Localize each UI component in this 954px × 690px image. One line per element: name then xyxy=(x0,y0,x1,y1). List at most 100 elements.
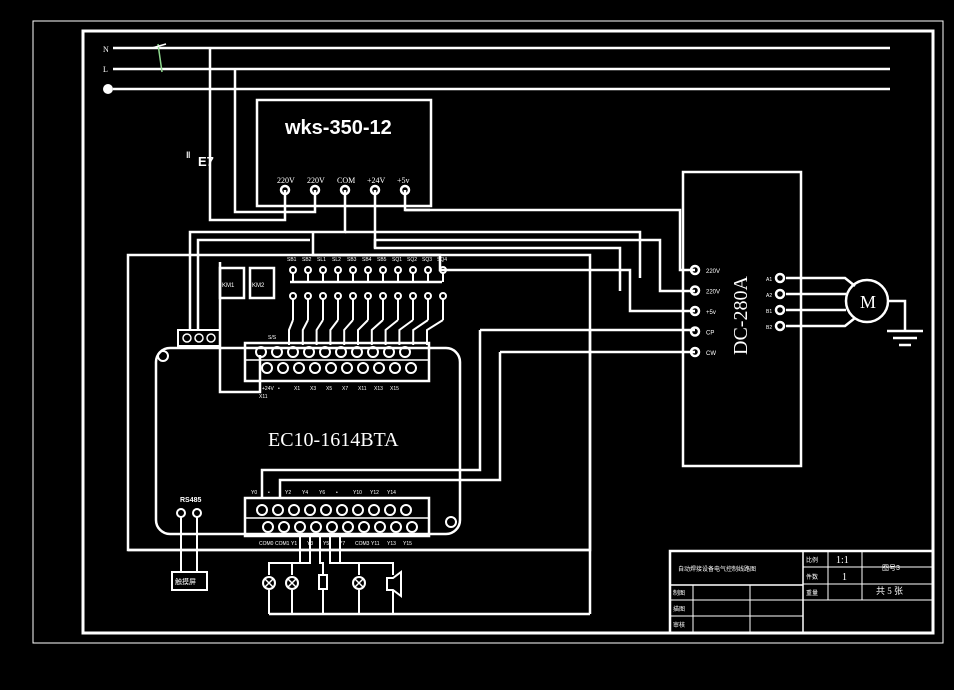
title-drawing-title: 自动焊接设备电气控制线路图 xyxy=(678,565,756,573)
input-row-label: X7 xyxy=(342,386,348,392)
output-terminal-screw xyxy=(336,504,348,516)
output-top-label: Y2 xyxy=(285,490,291,496)
input-terminal-screw xyxy=(271,346,283,358)
touch-screen xyxy=(171,571,208,591)
output-bottom-label: Y13 xyxy=(387,541,396,547)
input-sub-label: X11 xyxy=(259,394,268,400)
ac-terminal-block xyxy=(177,329,221,347)
title-sheet: 共 5 张 xyxy=(876,586,903,596)
output-terminal-screw xyxy=(272,504,284,516)
switch-label: SQ4 xyxy=(437,257,447,263)
driver-right-label: A1 xyxy=(766,277,772,283)
title-weight-label: 重量 xyxy=(806,589,818,597)
input-terminal-screw xyxy=(293,362,305,374)
driver-right-label: B2 xyxy=(766,325,772,331)
output-terminal-screw xyxy=(342,521,354,533)
input-terminal-screw xyxy=(389,362,401,374)
output-terminal-screw xyxy=(294,521,306,533)
title-scale-value: 1:1 xyxy=(836,555,849,566)
relay-km1-label: KM1 xyxy=(222,283,235,289)
output-top-label: Y4 xyxy=(302,490,308,496)
driver-left-terminal xyxy=(689,285,701,296)
output-terminal-screw xyxy=(326,521,338,533)
switch-label: SL2 xyxy=(332,257,341,263)
output-loads xyxy=(262,536,590,616)
output-terminal-screw xyxy=(278,521,290,533)
input-row-label: X13 xyxy=(374,386,383,392)
input-terminal-screw xyxy=(405,362,417,374)
driver-left-label: CW xyxy=(706,351,716,357)
input-row-label: X1 xyxy=(294,386,300,392)
switch-contact xyxy=(379,292,387,300)
switch-label: SQ2 xyxy=(407,257,417,263)
stepper-motor: M xyxy=(786,276,923,347)
input-row-label: X15 xyxy=(390,386,399,392)
input-row-label: X11 xyxy=(358,386,367,392)
output-terminal-screw xyxy=(384,504,396,516)
switch-contact xyxy=(409,266,417,274)
input-terminal-screw xyxy=(277,362,289,374)
driver-right-label: A2 xyxy=(766,293,772,299)
touch-screen-label: 触摸屏 xyxy=(175,577,196,586)
switch-label: SQ1 xyxy=(392,257,402,263)
title-drawn-label: 制图 xyxy=(673,589,685,597)
switch-contact xyxy=(379,266,387,274)
input-terminal-screw xyxy=(261,362,273,374)
title-qty-label: 件数 xyxy=(806,573,818,581)
output-top-label: • xyxy=(268,490,270,496)
motor-label: M xyxy=(860,292,876,312)
output-top-label: Y0 xyxy=(251,490,257,496)
output-bottom-label: Y1 xyxy=(291,541,297,547)
input-row-label: X5 xyxy=(326,386,332,392)
switch-contact xyxy=(424,266,432,274)
input-terminal-screw xyxy=(341,362,353,374)
ground-terminal-icon xyxy=(103,84,113,94)
driver-left-label: 220V xyxy=(706,290,720,296)
output-terminal-screw xyxy=(406,521,418,533)
input-terminal-screw xyxy=(383,346,395,358)
horn-icon xyxy=(386,570,402,598)
input-terminal-screw xyxy=(303,346,315,358)
switch-contact xyxy=(439,292,447,300)
switch-contact xyxy=(304,266,312,274)
switch-contact xyxy=(319,292,327,300)
input-terminal-screw xyxy=(399,346,411,358)
switch-label: SB3 xyxy=(347,257,357,263)
title-drawing-no: 图号3 xyxy=(882,564,900,572)
psu-terminal-label: 220V xyxy=(277,176,295,185)
driver-model: DC-280A xyxy=(730,276,752,355)
output-terminal-screw xyxy=(310,521,322,533)
title-review-label: 审核 xyxy=(673,621,685,629)
output-top-label: Y14 xyxy=(387,490,396,496)
output-terminal-screw xyxy=(374,521,386,533)
switch-contact xyxy=(334,292,342,300)
relay-km2 xyxy=(248,266,276,300)
output-bottom-label: COM0 xyxy=(259,541,274,547)
rail-n-label: N xyxy=(103,45,109,54)
output-bottom-label: Y15 xyxy=(403,541,412,547)
switch-contact xyxy=(289,292,297,300)
input-terminal-screw xyxy=(351,346,363,358)
output-terminal-screw xyxy=(352,504,364,516)
psu-terminal-label: 220V xyxy=(307,176,325,185)
switch-contact xyxy=(409,292,417,300)
driver-right-terminal xyxy=(774,288,786,300)
output-top-label: Y10 xyxy=(353,490,362,496)
switch-contact xyxy=(289,266,297,274)
output-bottom-label: Y7 xyxy=(339,541,345,547)
driver-right-terminal xyxy=(774,320,786,332)
title-block: 自动焊接设备电气控制线路图 比例 1:1 件数 1 重量 图号3 共 5 张 制… xyxy=(668,549,935,635)
rail-l-label: L xyxy=(103,65,108,74)
driver-left-label: +5v xyxy=(706,310,716,316)
fuse-icon: ‖ xyxy=(186,150,190,160)
switch-contact xyxy=(364,292,372,300)
output-terminal-screw xyxy=(304,504,316,516)
plc-model: EC10-1614BTA xyxy=(268,429,399,451)
switch-label: SB1 xyxy=(287,257,297,263)
output-bottom-label: COM1 xyxy=(275,541,290,547)
title-qty-value: 1 xyxy=(842,572,847,583)
switch-contact xyxy=(349,292,357,300)
input-terminal-screw xyxy=(319,346,331,358)
